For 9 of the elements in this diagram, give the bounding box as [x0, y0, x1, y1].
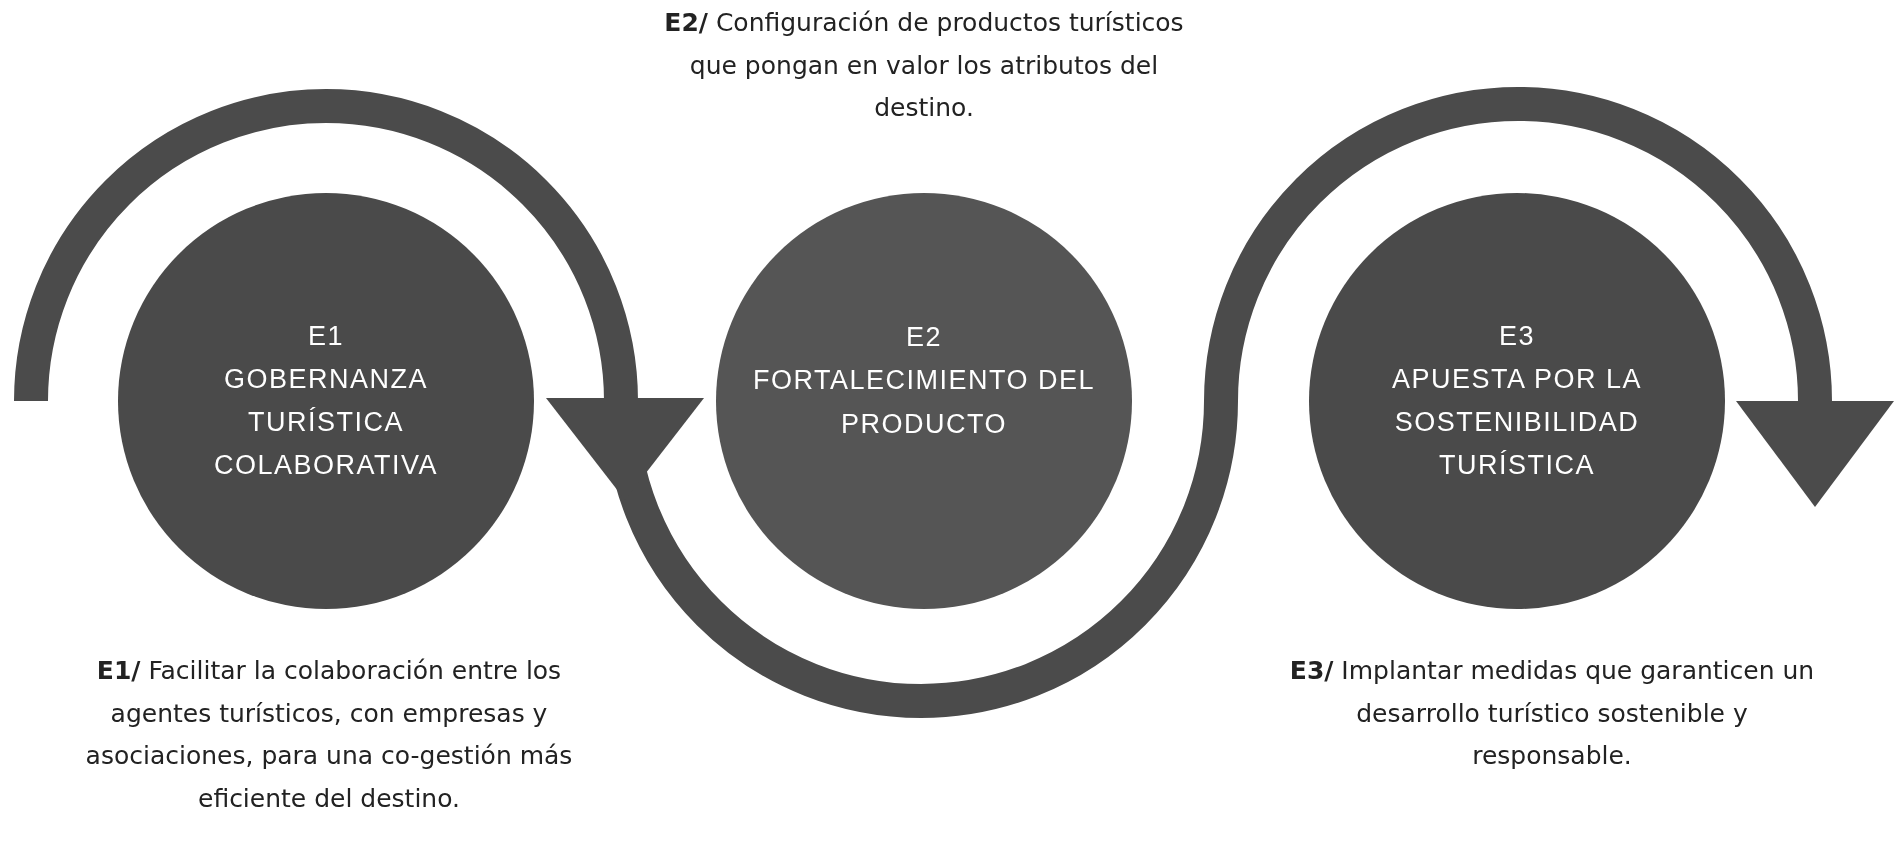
node-title: GOBERNANZA TURÍSTICA COLABORATIVA: [212, 362, 439, 483]
node-code: E1: [308, 319, 344, 353]
description-text: E2/ Configuración de productos turísticos que pongan en valor los atributos del destino.: [663, 7, 1185, 124]
description-text: E1/ Facilitar la colaboración entre los agentes turísticos, con empresas y asociaciones, para una co-gestión más eficiente del destino.: [84, 655, 574, 815]
node-title: FORTALECIMIENTO DEL PRODUCTO: [751, 364, 1097, 441]
node-code: E2: [906, 321, 942, 355]
node-title: APUESTA POR LA SOSTENIBILIDAD TURÍSTICA: [1390, 362, 1644, 483]
description-text: E3/ Implantar medidas que garanticen un desarrollo turístico sostenible y responsable.: [1288, 655, 1816, 772]
node-code: E3: [1499, 319, 1535, 353]
